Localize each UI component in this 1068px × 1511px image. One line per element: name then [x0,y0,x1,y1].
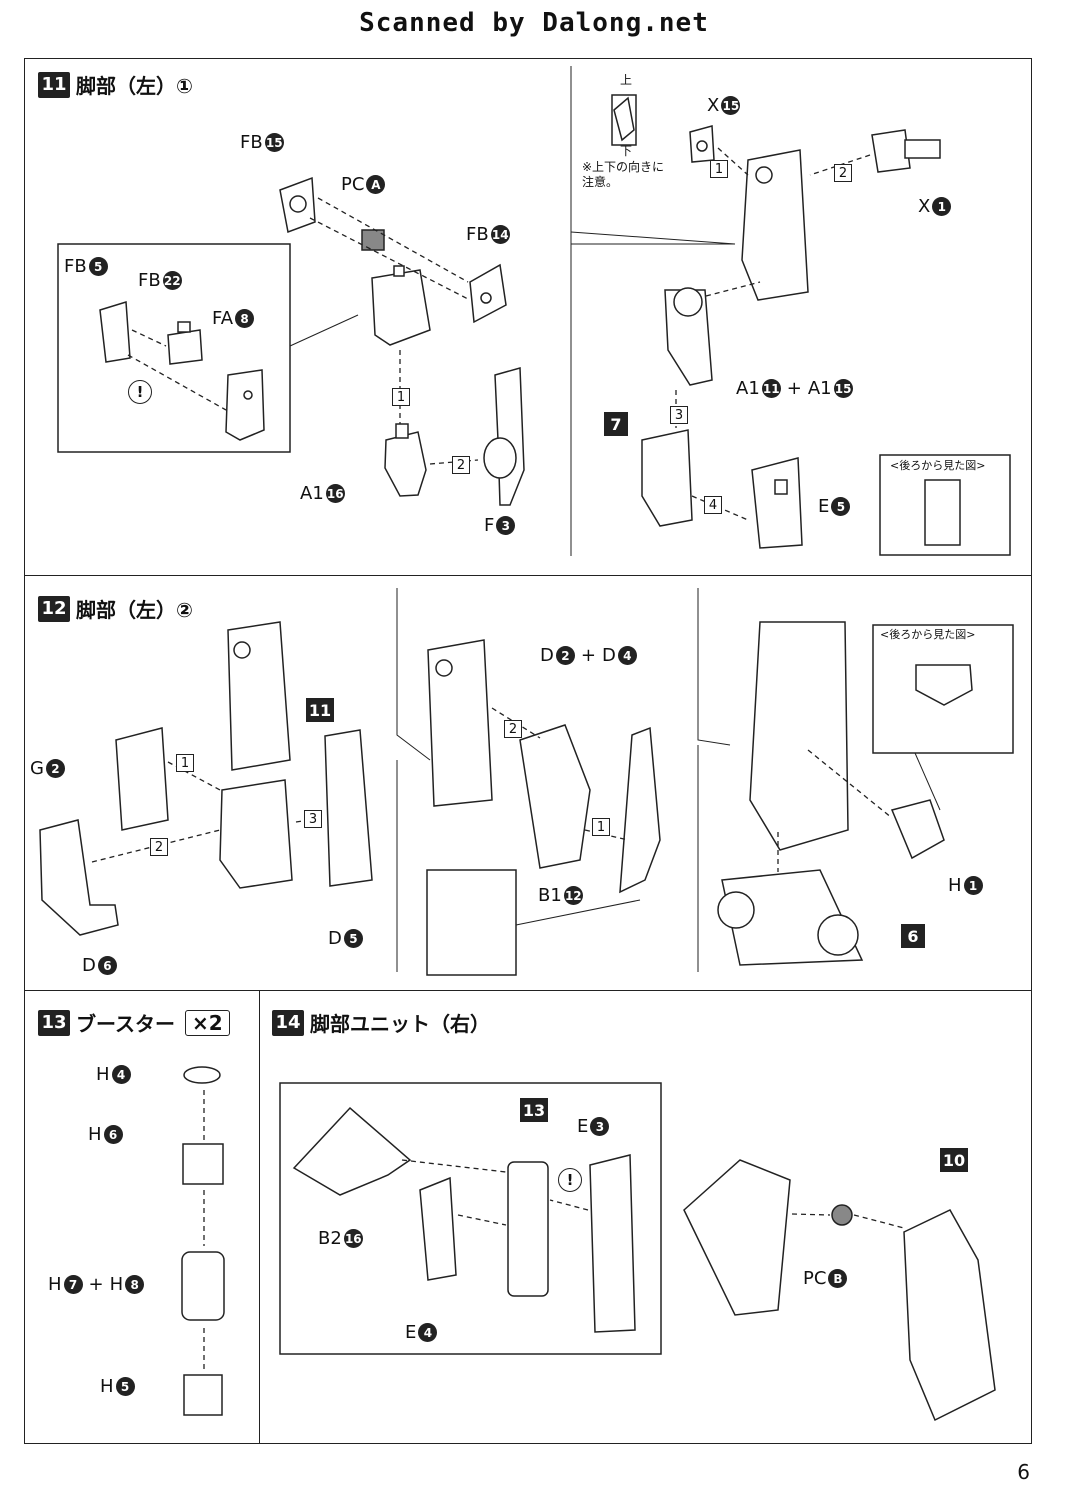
step-12-title: 12 脚部（左）② [38,594,193,623]
seq-3: 3 [670,406,688,424]
caution-mark-2: ! [558,1168,582,1192]
step-11-title: 11 脚部（左）① [38,70,193,99]
seq-4: 4 [704,496,722,514]
step-11-number: 11 [38,71,70,98]
orientation-up: 上 [620,73,633,87]
seq-1: 1 [392,388,410,406]
ref-step-7: 7 [604,412,628,436]
ref-step-13: 13 [520,1098,548,1122]
step-11-heading: 脚部（左）① [76,74,193,98]
back-view-caption-1: <後ろから見た図> [890,459,986,472]
seq-1c: 1 [176,754,194,772]
step-13-multiplier: ×2 [185,1009,230,1036]
panel-step-14 [259,990,1032,1444]
seq-1b: 1 [710,160,728,178]
scan-credit: Scanned by Dalong.net [359,8,709,38]
seq-3c: 3 [304,810,322,828]
seq-2: 2 [452,456,470,474]
orientation-down: 下 [620,144,633,158]
step-13-heading: ブースター [76,1012,175,1036]
ref-step-6: 6 [901,924,925,948]
step-13-number: 13 [38,1009,70,1036]
orientation-note: ※上下の向きに注意。 [582,160,665,189]
caution-mark: ! [128,380,152,404]
ref-step-11: 11 [306,698,334,722]
seq-2b: 2 [834,164,852,182]
back-view-caption-2: <後ろから見た図> [880,628,976,641]
step-12-number: 12 [38,595,70,622]
page-number: 6 [1017,1460,1030,1484]
step-14-heading: 脚部ユニット（右） [310,1012,490,1036]
seq-1d: 1 [592,818,610,836]
seq-2c: 2 [150,838,168,856]
step-13-title: 13 ブースター ×2 [38,1008,230,1037]
ref-step-10: 10 [940,1148,968,1172]
step-12-heading: 脚部（左）② [76,598,193,622]
step-14-number: 14 [272,1009,304,1036]
seq-2d: 2 [504,720,522,738]
step-14-title: 14 脚部ユニット（右） [272,1008,490,1037]
